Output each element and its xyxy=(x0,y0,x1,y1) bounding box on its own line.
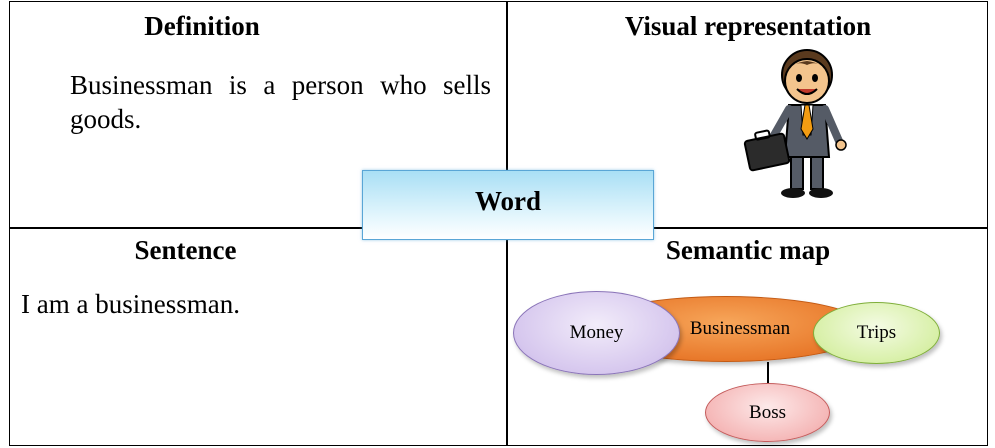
semantic-node-trips: Trips xyxy=(813,302,940,364)
frayer-table xyxy=(9,1,988,446)
sentence-heading: Sentence xyxy=(134,235,237,265)
definition-heading: Definition xyxy=(144,11,260,41)
semantic-map-heading: Semantic map xyxy=(665,235,831,265)
semantic-connector-line xyxy=(767,362,769,384)
definition-text: Businessman is a person who sells goods. xyxy=(70,70,491,134)
semantic-node-money-label: Money xyxy=(569,322,624,343)
visual-representation-heading: Visual representation xyxy=(624,11,872,41)
semantic-node-trips-label: Trips xyxy=(856,322,897,343)
word-box-label: Word xyxy=(474,186,541,216)
semantic-node-boss: Boss xyxy=(705,383,830,442)
sentence-text: I am a businessman. xyxy=(21,289,240,319)
semantic-node-money: Money xyxy=(513,291,680,375)
semantic-node-center-label: Businessman xyxy=(689,318,791,339)
businessman-illustration-icon xyxy=(743,49,847,198)
word-box: Word xyxy=(362,170,654,240)
semantic-node-boss-label: Boss xyxy=(749,401,786,423)
